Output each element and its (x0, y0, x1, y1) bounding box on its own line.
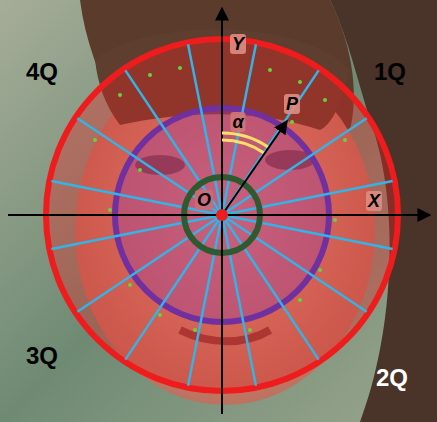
origin-dot (216, 209, 228, 221)
origin-label: O (195, 190, 213, 210)
sector-line (222, 70, 319, 215)
angle-label: α (230, 112, 245, 132)
quadrant-label: 4Q (26, 60, 58, 84)
axis-label: X (366, 191, 382, 211)
axis-label: Y (230, 34, 246, 54)
sector-line (125, 215, 222, 360)
sample-dots (93, 66, 347, 332)
quadrant-label: 1Q (374, 60, 406, 84)
point-label: P (284, 94, 300, 114)
angle-arc (222, 133, 268, 147)
quadrant-label: 2Q (376, 366, 408, 390)
sector-line (222, 215, 367, 312)
quadrant-label: 3Q (26, 344, 58, 368)
op-vector (222, 121, 287, 215)
sector-line (77, 118, 222, 215)
